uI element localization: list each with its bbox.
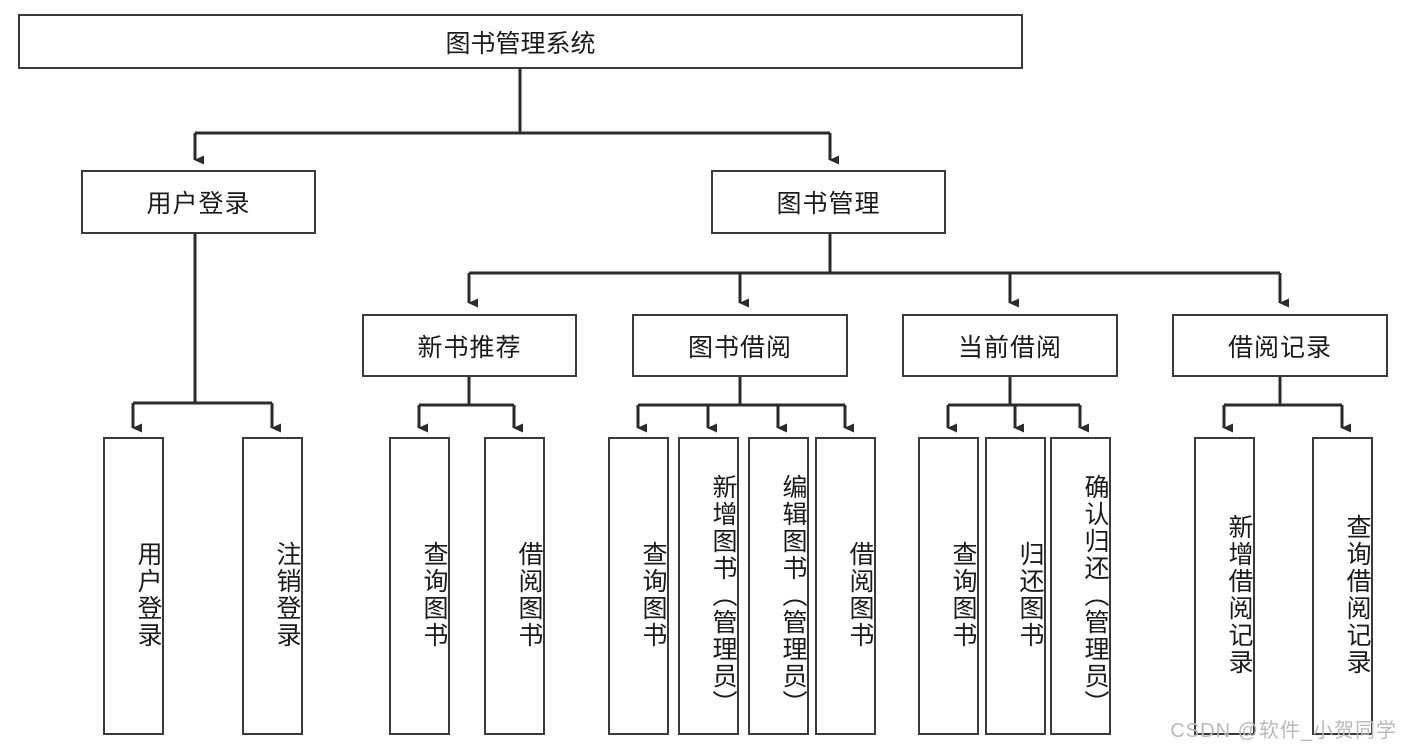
leaf-borrow-record-query[interactable]: 查询借阅记录 [1312, 437, 1373, 735]
node-borrow-record[interactable]: 借阅记录 [1172, 314, 1388, 377]
leaf-label: 新增借阅记录 [1225, 514, 1253, 676]
leaf-label: 归还图书 [1016, 541, 1044, 649]
leaf-label: 注销登录 [273, 541, 301, 649]
leaf-book-borrow-edit[interactable]: 编辑图书（管理员） [748, 437, 809, 735]
leaf-current-borrow-return[interactable]: 归还图书 [985, 437, 1046, 735]
leaf-borrow-record-add[interactable]: 新增借阅记录 [1194, 437, 1255, 735]
leaf-label: 用户登录 [134, 541, 162, 649]
node-new-book-recommend[interactable]: 新书推荐 [362, 314, 577, 377]
leaf-current-borrow-query[interactable]: 查询图书 [918, 437, 979, 735]
leaf-label: 编辑图书（管理员） [779, 473, 807, 717]
node-book-borrow[interactable]: 图书借阅 [632, 314, 848, 377]
leaf-book-borrow-borrow[interactable]: 借阅图书 [815, 437, 876, 735]
leaf-label: 查询图书 [949, 541, 977, 649]
node-user-login[interactable]: 用户登录 [81, 170, 316, 234]
leaf-user-login-login[interactable]: 用户登录 [103, 437, 164, 735]
leaf-label: 确认归还（管理员） [1081, 473, 1109, 717]
leaf-user-login-logout[interactable]: 注销登录 [242, 437, 303, 735]
leaf-label: 查询借阅记录 [1343, 514, 1371, 676]
leaf-label: 查询图书 [420, 541, 448, 649]
leaf-label: 新增图书（管理员） [709, 473, 737, 717]
node-current-borrow[interactable]: 当前借阅 [902, 314, 1118, 377]
watermark-csdn: CSDN @软件_小贺同学 [1170, 720, 1397, 742]
node-book-management[interactable]: 图书管理 [711, 170, 946, 234]
leaf-current-borrow-confirm-return[interactable]: 确认归还（管理员） [1050, 437, 1111, 735]
leaf-book-borrow-query[interactable]: 查询图书 [608, 437, 669, 735]
leaf-book-borrow-add[interactable]: 新增图书（管理员） [678, 437, 739, 735]
leaf-new-book-query[interactable]: 查询图书 [389, 437, 450, 735]
node-root-system[interactable]: 图书管理系统 [18, 14, 1023, 69]
leaf-label: 查询图书 [639, 541, 667, 649]
leaf-new-book-borrow[interactable]: 借阅图书 [484, 437, 545, 735]
leaf-label: 借阅图书 [846, 541, 874, 649]
leaf-label: 借阅图书 [515, 541, 543, 649]
